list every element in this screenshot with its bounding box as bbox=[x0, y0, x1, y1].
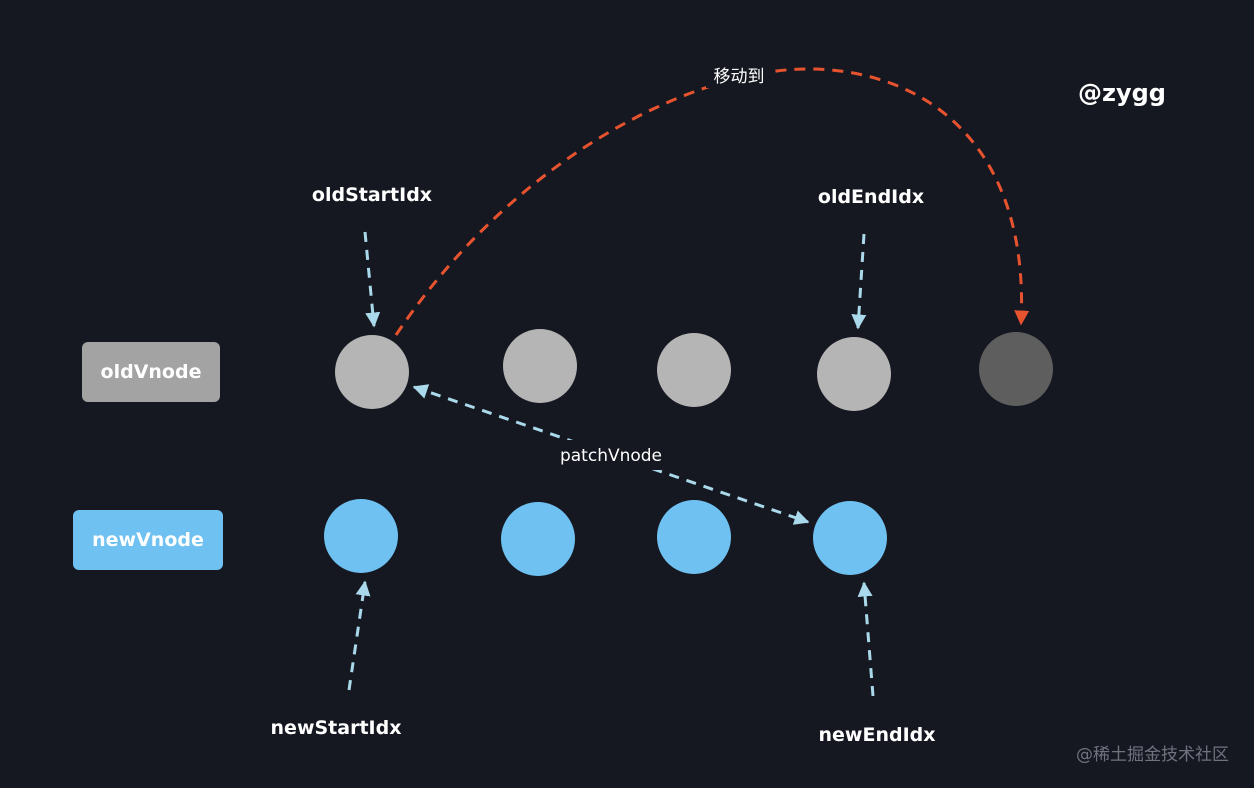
move-to-label-background bbox=[706, 60, 772, 88]
old-vnode-label-text: oldVnode bbox=[101, 361, 202, 383]
new-start-pointer-arrow bbox=[347, 580, 371, 691]
move-to-label: 移动到 bbox=[714, 67, 765, 87]
old-end-pointer-arrow bbox=[851, 233, 867, 330]
new-vnode-row-label: newVnode bbox=[73, 510, 223, 570]
watermark: @稀土掘金技术社区 bbox=[1076, 745, 1229, 765]
old-vnode-node bbox=[335, 335, 409, 409]
old-start-idx-label: oldStartIdx bbox=[312, 184, 432, 206]
new-start-idx-label: newStartIdx bbox=[271, 717, 402, 739]
patch-vnode-label: patchVnode bbox=[560, 446, 662, 466]
brand-label: @zygg bbox=[1078, 79, 1166, 107]
old-vnode-row-label: oldVnode bbox=[82, 342, 220, 402]
old-vnode-node bbox=[657, 333, 731, 407]
old-start-pointer-arrow bbox=[363, 231, 381, 328]
move-to-arrow bbox=[394, 67, 1030, 336]
old-end-idx-label: oldEndIdx bbox=[818, 186, 924, 208]
new-end-idx-label: newEndIdx bbox=[819, 724, 936, 746]
new-vnode-label-text: newVnode bbox=[92, 529, 204, 551]
new-vnode-node bbox=[501, 502, 575, 576]
new-vnode-node bbox=[324, 499, 398, 573]
old-vnode-node bbox=[503, 329, 577, 403]
old-vnode-label-box bbox=[82, 342, 220, 402]
old-vnode-node bbox=[817, 337, 891, 411]
patch-vnode-arrow bbox=[412, 384, 810, 525]
new-vnode-label-box bbox=[73, 510, 223, 570]
patch-vnode-label-background bbox=[548, 440, 674, 470]
new-vnode-node bbox=[657, 500, 731, 574]
old-vnode-moved-node bbox=[979, 332, 1053, 406]
new-vnode-node bbox=[813, 501, 887, 575]
new-end-pointer-arrow bbox=[857, 581, 875, 697]
